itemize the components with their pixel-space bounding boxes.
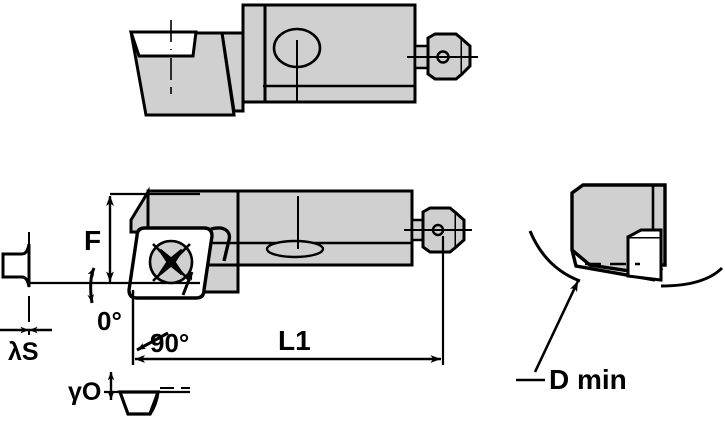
angle-ninety-annotation: 90° (136, 271, 194, 358)
gamma-o-insert-rake-face (148, 391, 160, 415)
gamma-o-detail: γO (68, 371, 190, 416)
angle-zero-leader (87, 267, 96, 304)
lambda-s-label: λS (8, 338, 39, 366)
l1-label: L1 (278, 325, 311, 356)
side-view (127, 186, 472, 300)
d-min-insert-pocket-top (627, 228, 663, 239)
side-view-clamp-hook (210, 226, 232, 262)
top-view-shank-body (241, 3, 417, 104)
d-min-bore-arc-left (528, 230, 581, 283)
lambda-s-insert-profile (1, 243, 31, 288)
side-view-nose-front-chamfer (129, 186, 150, 234)
d-min-label: D min (549, 364, 627, 395)
angle-zero-label: 0° (97, 306, 122, 336)
angle-ninety-leader-upper (181, 271, 194, 296)
top-view (128, 3, 478, 117)
l1-dimension: L1 (131, 236, 445, 365)
side-view-insert-screw-crosshair (152, 243, 191, 282)
angle-ninety-leader-lower (136, 331, 169, 352)
side-view-shank-body (236, 189, 414, 267)
f-dimension: F (84, 192, 200, 282)
d-min-bore-arc-right (660, 266, 724, 288)
gamma-o-label: γO (68, 378, 101, 406)
angle-zero-annotation: 0° (87, 267, 122, 336)
angle-ninety-label: 90° (150, 328, 189, 358)
d-min-detail-view: D min (516, 183, 724, 395)
f-label: F (84, 225, 101, 256)
lambda-s-detail: λS (0, 232, 200, 366)
d-min-insert-pocket (626, 235, 663, 282)
top-view-head-block (241, 3, 267, 104)
side-view-coolant-outlet (265, 239, 325, 259)
top-view-insert (128, 30, 198, 58)
d-min-leader-arrow (533, 280, 580, 373)
